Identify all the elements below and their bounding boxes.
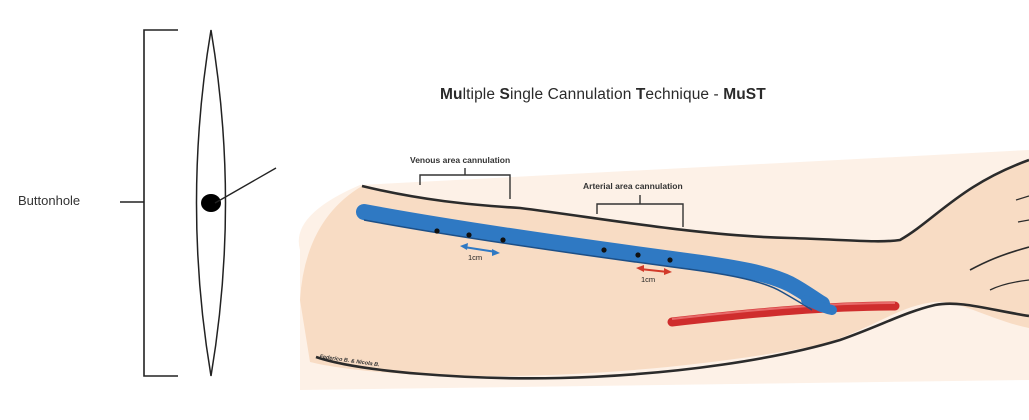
bracket [143,29,178,377]
puncture-site-dot [201,194,221,212]
artery-highlight [671,302,896,320]
forearm-illustration [298,150,1029,390]
hand-crease [1015,195,1029,201]
vein [356,204,830,312]
title-part: Mu [440,86,463,103]
vein-lower-outline [363,219,813,311]
forearm-skin [300,160,1029,377]
hand-crease [1017,219,1029,223]
title-part: ingle Cannulation [509,86,636,103]
buttonhole-label: Buttonhole [18,193,81,208]
forearm-bottom-outline [315,302,1029,380]
venous-distance-label: 1cm [468,253,483,262]
title-part: S [499,86,510,103]
venous-distance-arrow [460,243,500,256]
hand-crease [989,279,1029,291]
artery [667,301,900,327]
buttonhole-diagram [120,29,277,377]
title-part: ltiple [462,86,500,103]
cannulation-dot [466,232,472,238]
cannulation-dot [601,247,607,253]
venous-area-label: Venous area cannulation [410,155,511,165]
cannulation-dot [667,257,673,263]
cannulation-dot [434,228,440,234]
forearm-top-outline [361,158,1029,243]
title-part: T [635,86,646,103]
hand-crease [969,246,1029,271]
cannulation-dot [635,252,641,258]
cannulation-dot [500,237,506,243]
title-part: MuST [723,86,766,103]
arterial-distance-label: 1cm [641,275,656,284]
title-part: echnique - [645,86,724,103]
arterial-distance-arrow [636,265,672,275]
pointer-line [214,167,277,204]
anastomosis-branch [801,295,837,315]
must-diagram-title: Multiple Single Cannulation Technique - … [440,86,766,104]
arterial-area-label: Arterial area cannulation [583,181,683,191]
